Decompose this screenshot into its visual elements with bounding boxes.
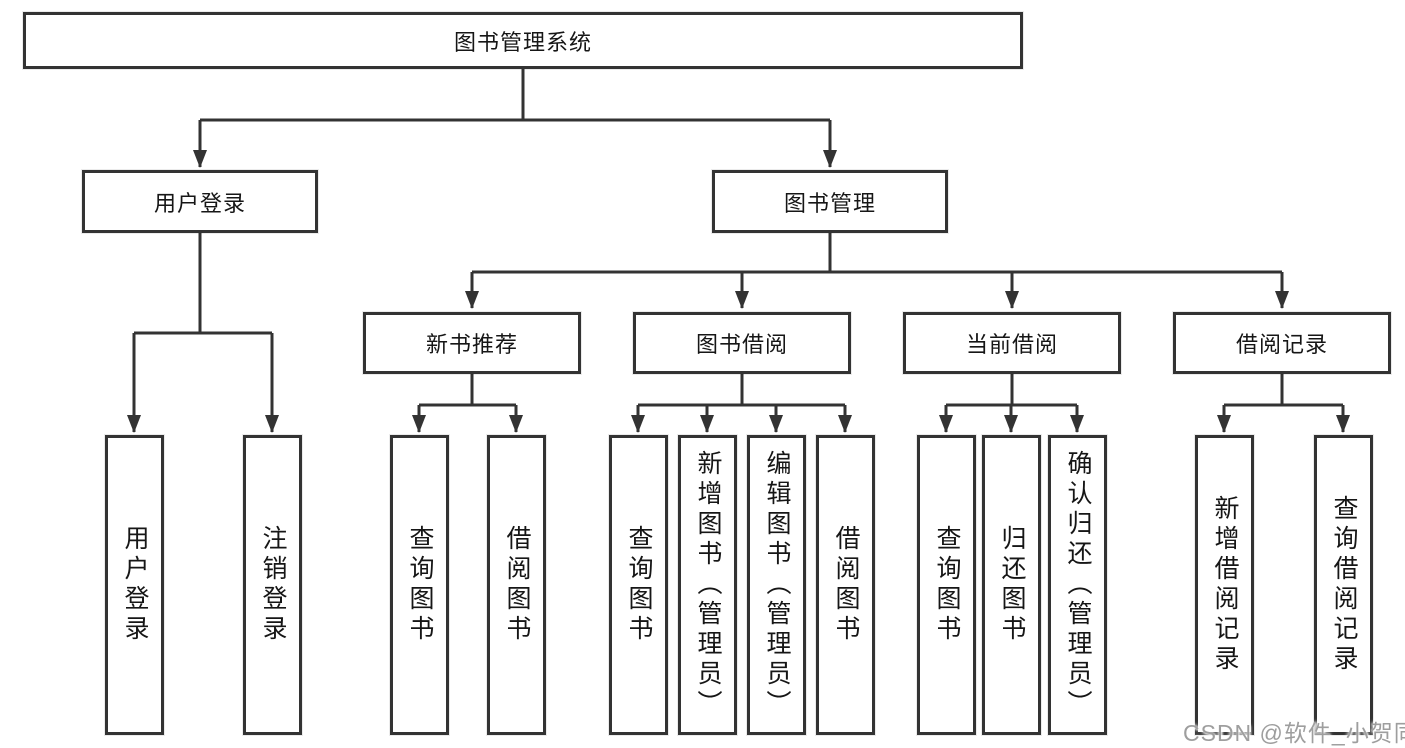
leaf-recommend-query-books: 查询图书	[390, 435, 449, 735]
leaf-current-confirm-return-admin-label: 确认归还（管理员）	[1064, 450, 1092, 720]
node-new-book-recommend: 新书推荐	[363, 312, 581, 374]
leaf-borrow-borrow-books: 借阅图书	[816, 435, 875, 735]
leaf-record-query-record-label: 查询借阅记录	[1330, 495, 1358, 675]
leaf-current-query-books-label: 查询图书	[933, 525, 961, 645]
leaf-current-confirm-return-admin: 确认归还（管理员）	[1048, 435, 1107, 735]
leaf-borrow-add-books-admin: 新增图书（管理员）	[678, 435, 737, 735]
node-new-book-recommend-label: 新书推荐	[425, 332, 518, 357]
leaf-logout-label: 注销登录	[259, 525, 287, 645]
node-current-borrow-label: 当前借阅	[965, 332, 1058, 357]
node-current-borrow: 当前借阅	[903, 312, 1121, 374]
leaf-borrow-query-books: 查询图书	[609, 435, 668, 735]
node-user-login: 用户登录	[82, 170, 318, 233]
leaf-recommend-query-books-label: 查询图书	[406, 525, 434, 645]
node-book-borrow-label: 图书借阅	[695, 332, 788, 357]
leaf-borrow-edit-books-admin-label: 编辑图书（管理员）	[763, 450, 791, 720]
node-root-label: 图书管理系统	[453, 29, 592, 55]
node-borrow-record: 借阅记录	[1173, 312, 1391, 374]
leaf-user-login: 用户登录	[105, 435, 164, 735]
node-root: 图书管理系统	[23, 12, 1023, 69]
node-borrow-record-label: 借阅记录	[1235, 332, 1328, 357]
leaf-record-query-record: 查询借阅记录	[1314, 435, 1373, 735]
leaf-current-return-books: 归还图书	[982, 435, 1041, 735]
connector-trunks	[134, 69, 1343, 407]
csdn-watermark: CSDN @软件_小贺同学	[1183, 720, 1405, 746]
leaf-current-return-books-label: 归还图书	[998, 525, 1026, 645]
leaf-record-add-record-label: 新增借阅记录	[1211, 495, 1239, 675]
node-book-borrow: 图书借阅	[633, 312, 851, 374]
leaf-borrow-borrow-books-label: 借阅图书	[832, 525, 860, 645]
node-user-login-label: 用户登录	[153, 190, 246, 216]
leaf-recommend-borrow-books: 借阅图书	[487, 435, 546, 735]
leaf-recommend-borrow-books-label: 借阅图书	[503, 525, 531, 645]
leaf-user-login-label: 用户登录	[121, 525, 149, 645]
node-book-management: 图书管理	[712, 170, 948, 233]
leaf-record-add-record: 新增借阅记录	[1195, 435, 1254, 735]
leaf-borrow-add-books-admin-label: 新增图书（管理员）	[694, 450, 722, 720]
leaf-current-query-books: 查询图书	[917, 435, 976, 735]
node-book-management-label: 图书管理	[783, 190, 876, 216]
leaf-logout: 注销登录	[243, 435, 302, 735]
leaf-borrow-edit-books-admin: 编辑图书（管理员）	[747, 435, 806, 735]
leaf-borrow-query-books-label: 查询图书	[625, 525, 653, 645]
